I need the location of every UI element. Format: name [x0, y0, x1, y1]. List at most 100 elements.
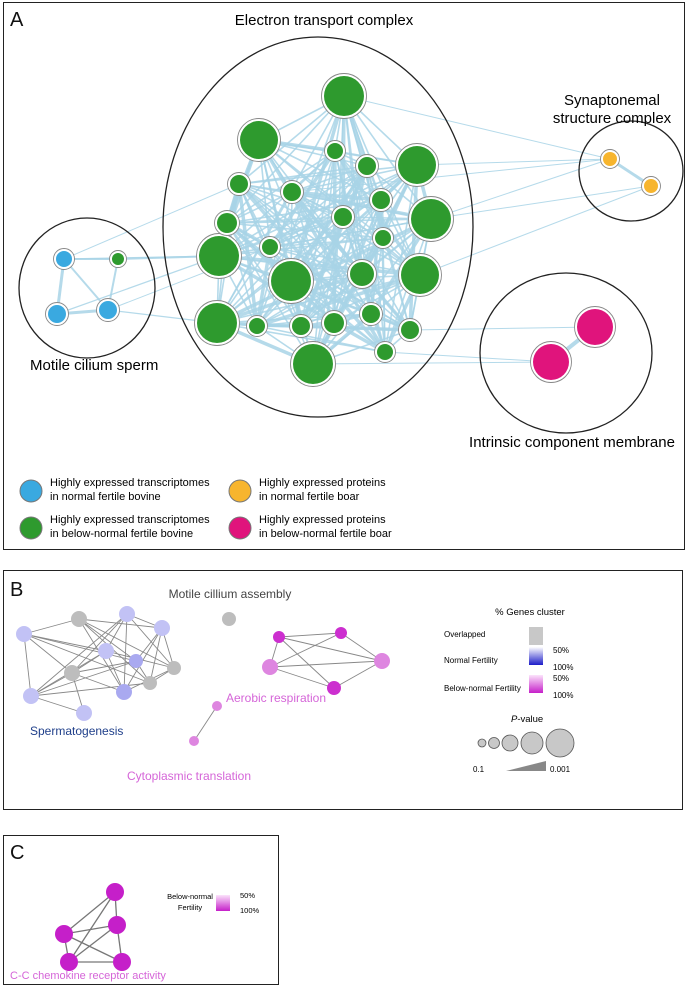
- network-edge: [291, 158, 611, 193]
- term-spermatogenesis-label: Spermatogenesis: [30, 724, 123, 738]
- term-motile-label: Motile cillium assembly: [169, 587, 292, 601]
- network-node: [324, 76, 364, 116]
- legend-a: Highly expressed transcriptomes in norma…: [19, 477, 392, 540]
- network-node: [154, 620, 170, 636]
- network-edge: [269, 632, 342, 668]
- network-edge: [30, 660, 137, 697]
- network-node: [292, 317, 310, 335]
- network-edge: [343, 95, 421, 276]
- network-node: [374, 653, 390, 669]
- network-edge: [278, 636, 383, 662]
- network-c: C-C chemokine receptor activity Below-no…: [10, 883, 260, 982]
- legend-b-size-2: [488, 737, 500, 749]
- network-edge: [226, 199, 382, 224]
- network-edge: [269, 666, 335, 689]
- cluster-motile-label: Motile cilium sperm: [30, 357, 158, 374]
- network-node: [212, 701, 222, 711]
- network-edge: [56, 255, 220, 315]
- network-node: [327, 681, 341, 695]
- network-edge: [63, 255, 220, 260]
- legend-swatch-orange: [228, 479, 252, 503]
- network-node: [222, 612, 236, 626]
- network-edge: [278, 636, 335, 689]
- network-node: [167, 661, 181, 675]
- network-edge: [238, 183, 421, 276]
- network-node: [230, 175, 248, 193]
- legend-text: in normal fertile bovine: [50, 491, 161, 503]
- network-edge: [238, 183, 363, 275]
- network-edge: [291, 190, 432, 221]
- legend-b-100: 100%: [553, 691, 573, 700]
- network-edge: [343, 95, 611, 160]
- network-edge: [107, 246, 271, 311]
- legend-swatch-green: [19, 516, 43, 540]
- network-edge: [68, 891, 116, 963]
- network-node: [335, 627, 347, 639]
- legend-c-swatch: [216, 895, 230, 911]
- network-node: [119, 606, 135, 622]
- network-node: [533, 344, 569, 380]
- network-node: [71, 611, 87, 627]
- network-edge: [269, 237, 384, 248]
- network-edge: [300, 237, 384, 327]
- legend-b-title: % Genes cluster: [495, 607, 565, 618]
- legend-c-50: 50%: [240, 891, 255, 900]
- network-edge: [269, 216, 344, 248]
- cluster-synaptonemal-label-1: Synaptonemal: [564, 92, 660, 109]
- network-edge: [430, 158, 611, 220]
- network-node: [377, 344, 393, 360]
- legend-b-pvalue: P-value: [511, 714, 543, 725]
- network-edge: [256, 273, 363, 327]
- network-edge: [23, 633, 151, 684]
- legend-text: Highly expressed transcriptomes: [50, 477, 210, 489]
- network-edge: [23, 633, 32, 697]
- network-edge: [238, 165, 368, 185]
- network-edge: [430, 185, 652, 220]
- legend-b: % Genes cluster Overlapped Normal Fertil…: [444, 607, 575, 774]
- network-node: [401, 321, 419, 339]
- network-node: [99, 301, 117, 319]
- network-node: [197, 303, 237, 343]
- term-chemokine-label: C-C chemokine receptor activity: [10, 970, 166, 982]
- network-node: [327, 143, 343, 159]
- network-edge: [226, 222, 314, 365]
- network-node: [271, 261, 311, 301]
- network-node: [273, 631, 285, 643]
- network-edge: [300, 325, 411, 331]
- legend-text: in normal fertile boar: [259, 491, 360, 503]
- network-edge: [237, 182, 387, 354]
- panel-label-c: C: [10, 842, 25, 864]
- cluster-electron-label: Electron transport complex: [235, 12, 414, 29]
- network-node: [76, 705, 92, 721]
- network-node: [350, 262, 374, 286]
- legend-c-line1: Below-normal: [167, 892, 213, 901]
- network-edge: [238, 164, 418, 185]
- network-edge: [269, 246, 363, 275]
- legend-b-50: 50%: [553, 674, 569, 683]
- network-node: [324, 313, 344, 333]
- network-node: [129, 654, 143, 668]
- network-edge: [369, 199, 383, 315]
- legend-b-normal: Normal Fertility: [444, 656, 498, 665]
- nodes-b: [16, 606, 390, 746]
- legend-b-50: 50%: [553, 646, 569, 655]
- network-edge: [78, 618, 163, 629]
- legend-b-overlapped-swatch: [529, 627, 543, 645]
- legend-b-normal-swatch: [529, 647, 543, 665]
- network-node: [644, 179, 658, 193]
- network-a: Electron transport complex Synaptonemal …: [18, 12, 684, 540]
- network-node: [262, 239, 278, 255]
- network-node: [112, 253, 124, 265]
- panel-label-a: A: [10, 9, 24, 31]
- network-edge: [30, 695, 85, 714]
- network-edge: [370, 237, 384, 315]
- network-node: [217, 213, 237, 233]
- cluster-motile-ellipse: [18, 217, 156, 359]
- network-node: [293, 344, 333, 384]
- network-node: [108, 916, 126, 934]
- network-edge: [226, 150, 336, 224]
- cluster-electron-ellipse: [162, 36, 474, 418]
- nodes-c: [55, 883, 131, 971]
- network-edge: [255, 246, 272, 327]
- network-edge: [63, 891, 116, 935]
